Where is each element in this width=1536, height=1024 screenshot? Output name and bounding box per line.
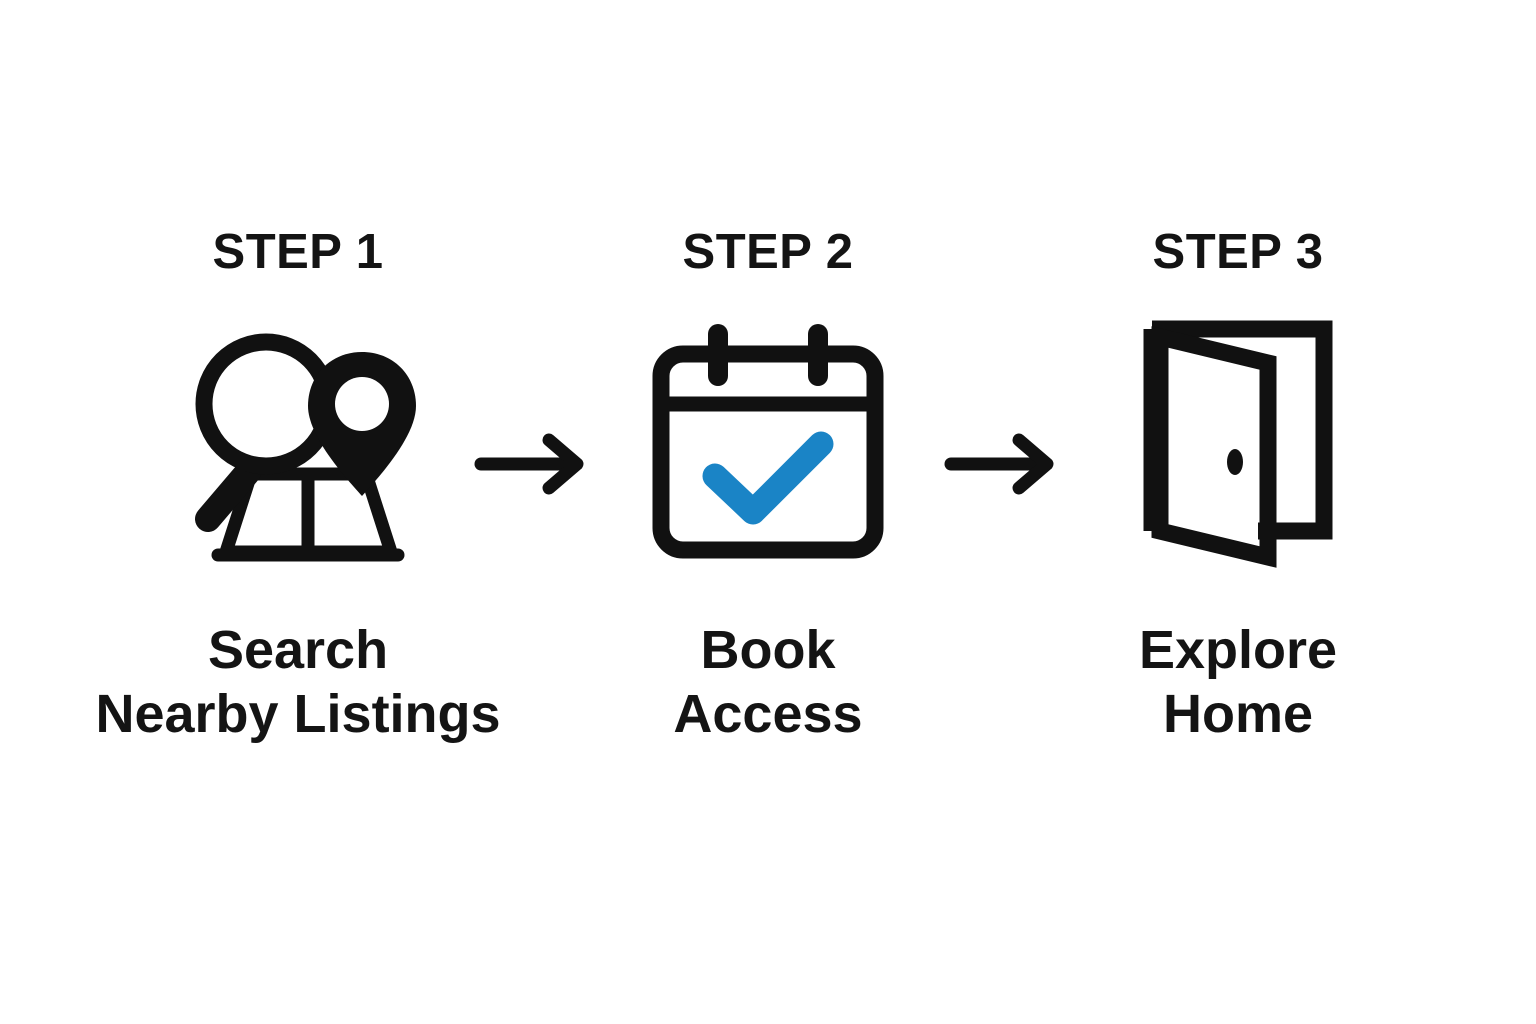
step-1-heading: STEP 1 (212, 225, 384, 279)
step-1-icon-container (148, 319, 448, 569)
step-1-labels: Search Nearby Listings (95, 621, 500, 744)
step-3-labels: Explore Home (1139, 621, 1337, 744)
connector-2 (933, 0, 1073, 496)
step-2-label-secondary: Access (673, 684, 863, 745)
step-3-label-secondary: Home (1162, 684, 1313, 745)
step-1: STEP 1 Search Nearby Listings (95, 0, 500, 744)
step-1-label-primary: Search (207, 620, 389, 680)
step-2: STEP 2 Book Access (603, 0, 933, 744)
step-2-heading: STEP 2 (682, 225, 854, 279)
step-1-label-secondary: Nearby Listings (95, 684, 501, 745)
step-3-heading: STEP 3 (1152, 225, 1324, 279)
step-2-icon-container (618, 319, 918, 569)
calendar-check-icon (652, 324, 884, 559)
search-map-pin-icon (195, 333, 416, 562)
step-3-label-primary: Explore (1138, 620, 1338, 680)
arrow-right-icon (474, 433, 584, 495)
step-2-label-primary: Book (700, 620, 836, 680)
arrow-right-icon (944, 433, 1054, 495)
connector-1 (463, 0, 603, 496)
step-2-labels: Book Access (673, 621, 862, 744)
step-3-icon-container (1088, 319, 1388, 569)
step-3: STEP 3 Explore Home (1073, 0, 1403, 744)
open-door-icon (1143, 320, 1333, 568)
